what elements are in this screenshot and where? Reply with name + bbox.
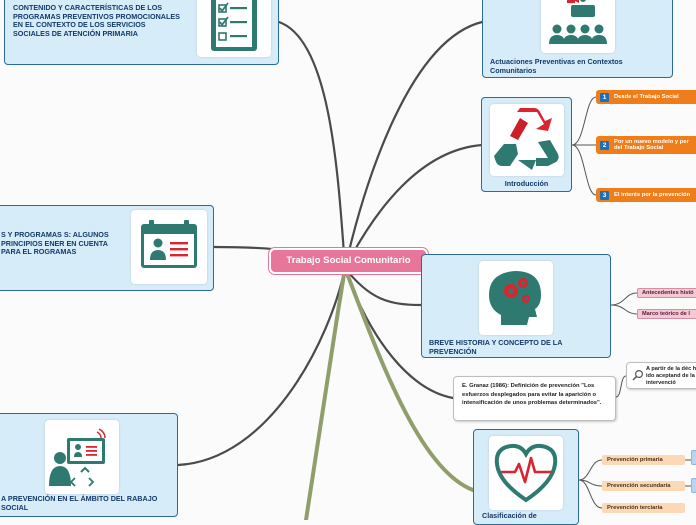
recycle-icon [490, 104, 564, 176]
branch-clasificacion [343, 266, 475, 492]
central-topic[interactable]: Trabajo Social Comunitario [269, 248, 428, 274]
side-note[interactable]: A partir de la déc ha ido aceptand de la… [626, 362, 696, 389]
branch-historia [343, 266, 423, 307]
subtopic-3-number: 3 [600, 190, 609, 200]
subtopic-3-label: El interés por la prevención [614, 191, 691, 198]
definition-note-text: E. Granaz (1986): Definición de prevenci… [462, 383, 602, 407]
prevencion-terciaria[interactable]: Prevención terciaria [602, 503, 685, 513]
subtopic-2[interactable]: 2 Por un nuevo modelo y per del Trabajo … [596, 136, 696, 154]
subtopic-2-label: Por un nuevo modelo y per del Trabajo So… [614, 138, 689, 151]
heart-pulse-icon [489, 436, 563, 510]
card-introduccion[interactable]: Introducción [481, 97, 572, 192]
card-introduccion-label: Introducción [504, 179, 549, 188]
subtopic-2-number: 2 [600, 140, 609, 150]
video-call-icon [45, 420, 119, 494]
card-breve-historia[interactable]: BREVE HISTORIA Y CONCEPTO DE LA PREVENCI… [421, 254, 611, 358]
card-prevencion-label: A PREVENCIÓN EN EL ÁMBITO DEL RABAJO SOC… [1, 494, 158, 512]
card-historia-label: BREVE HISTORIA Y CONCEPTO DE LA PREVENCI… [429, 338, 563, 356]
brain-gears-icon [479, 261, 553, 335]
branch-prevencion [176, 266, 347, 467]
card-actuaciones-label: Actuaciones Preventivas en Contextos Com… [490, 57, 623, 75]
magnifier-icon [632, 369, 644, 381]
branch-contenido [277, 20, 347, 270]
subtopic-1-number: 1 [600, 92, 609, 102]
checklist-icon [197, 0, 271, 57]
card-clasificacion[interactable]: Clasificación de [473, 429, 579, 525]
subtopic-1-label: Desde el Trabajo Social [614, 93, 679, 100]
secundaria-child-node[interactable] [691, 478, 696, 493]
branch-bottom [304, 266, 347, 520]
prevencion-primaria[interactable]: Prevención primaria [602, 455, 685, 465]
branch-actuaciones [343, 20, 484, 270]
card-actuaciones[interactable]: Actuaciones Preventivas en Contextos Com… [482, 0, 673, 78]
group-meeting-icon [541, 0, 615, 53]
subtopic-3[interactable]: 3 El interés por la prevención [596, 188, 696, 202]
card-clasificacion-label: Clasificación de [482, 511, 537, 520]
historia-antecedentes[interactable]: Antecedentes histó [637, 288, 696, 298]
definition-note[interactable]: E. Granaz (1986): Definición de prevenci… [453, 376, 616, 421]
card-prevencion-ambito[interactable]: A PREVENCIÓN EN EL ÁMBITO DEL RABAJO SOC… [0, 413, 178, 517]
card-contenido-label: CONTENIDO Y CARACTERÍSTICAS DE LOS PROGR… [13, 3, 180, 38]
id-card-icon [131, 210, 207, 284]
subtopic-1[interactable]: 1 Desde el Trabajo Social [596, 90, 696, 104]
historia-marco[interactable]: Marco teórico de l [637, 309, 696, 319]
side-note-text: A partir de la déc ha ido aceptand de la… [646, 366, 696, 386]
card-programas[interactable]: S Y PROGRAMAS S: ALGUNOS PRINCIPIOS ENER… [0, 205, 214, 291]
card-contenido[interactable]: CONTENIDO Y CARACTERÍSTICAS DE LOS PROGR… [4, 0, 279, 65]
card-programas-label: S Y PROGRAMAS S: ALGUNOS PRINCIPIOS ENER… [1, 230, 109, 257]
primaria-child-node[interactable] [691, 450, 696, 465]
prevencion-secundaria[interactable]: Prevención secundaria [602, 481, 685, 491]
branch-introduccion [343, 143, 484, 270]
